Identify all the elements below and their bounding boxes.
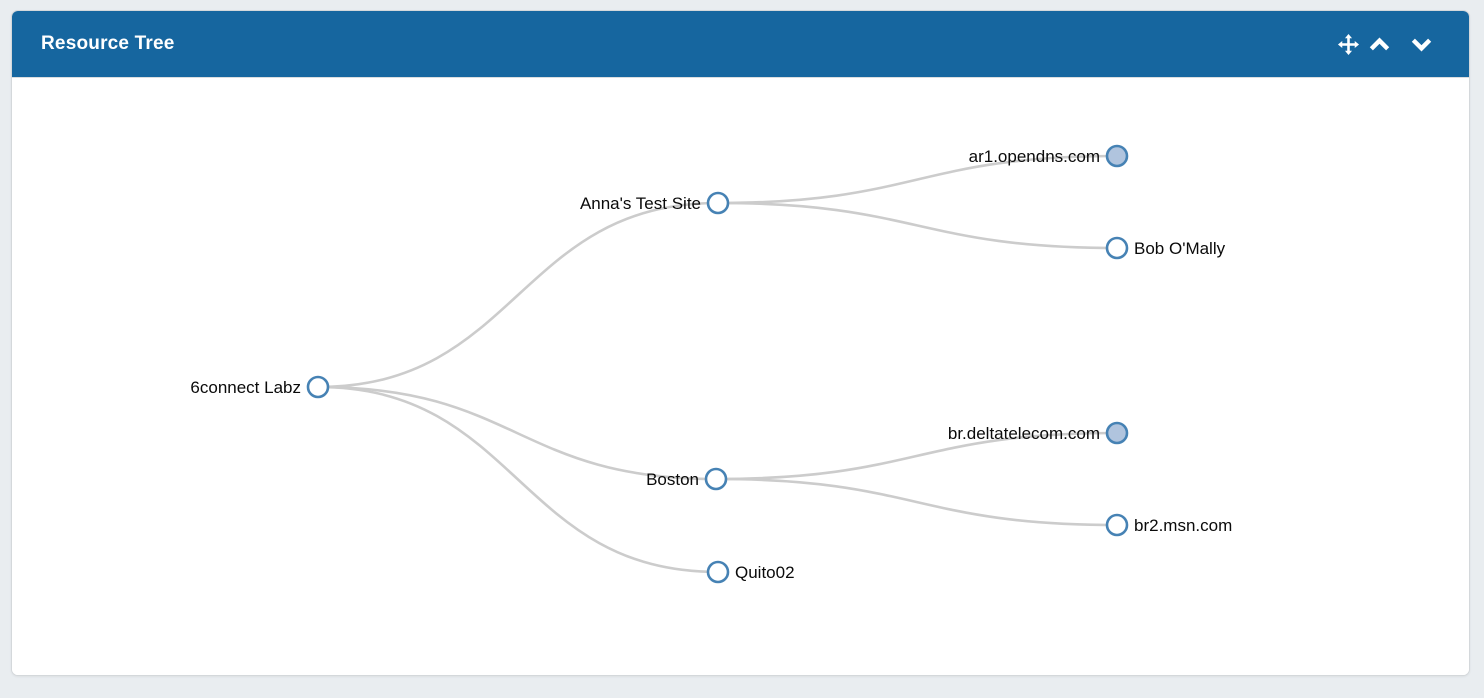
panel-body: 6connect Labz Anna's Test Site ar1.opendns…: [12, 78, 1469, 675]
node-circle-boston[interactable]: [704, 467, 728, 491]
resource-tree-panel: Resource Tree 6connect Labz Anna's Test S…: [11, 10, 1470, 676]
node-label-anna: Anna's Test Site: [580, 194, 701, 213]
panel-header-controls: [1337, 33, 1433, 56]
tree-node-brdelta[interactable]: br.deltatelecom.com: [948, 421, 1129, 445]
panel-title: Resource Tree: [41, 33, 175, 54]
tree-node-root[interactable]: 6connect Labz: [190, 375, 330, 399]
node-label-bob: Bob O'Mally: [1134, 239, 1226, 258]
resource-tree-svg: 6connect Labz Anna's Test Site ar1.opendns…: [190, 144, 1232, 584]
tree-node-quito[interactable]: Quito02: [706, 560, 795, 584]
node-circle-root[interactable]: [306, 375, 330, 399]
node-label-ar1: ar1.opendns.com: [969, 147, 1100, 166]
tree-node-ar1[interactable]: ar1.opendns.com: [969, 144, 1129, 168]
node-label-brdelta: br.deltatelecom.com: [948, 424, 1100, 443]
tree-node-bob[interactable]: Bob O'Mally: [1105, 236, 1226, 260]
node-label-boston: Boston: [646, 470, 699, 489]
node-circle-quito[interactable]: [706, 560, 730, 584]
node-label-quito: Quito02: [735, 563, 795, 582]
chevron-up-icon[interactable]: [1368, 33, 1391, 56]
chevron-down-icon[interactable]: [1410, 33, 1433, 56]
panel-header: Resource Tree: [12, 11, 1469, 78]
tree-link-boston-brdelta: [715, 431, 1118, 481]
tree-link-boston-br2: [715, 477, 1118, 527]
move-icon[interactable]: [1337, 33, 1360, 56]
tree-link-root-boston: [317, 385, 717, 481]
tree-node-boston[interactable]: Boston: [646, 467, 728, 491]
tree-link-root-quito: [317, 385, 719, 574]
node-circle-anna[interactable]: [706, 191, 730, 215]
node-label-br2: br2.msn.com: [1134, 516, 1232, 535]
node-circle-bob[interactable]: [1105, 236, 1129, 260]
tree-link-anna-bob: [717, 201, 1118, 250]
node-circle-br2[interactable]: [1105, 513, 1129, 537]
tree-link-anna-ar1: [717, 154, 1118, 205]
tree-node-anna[interactable]: Anna's Test Site: [580, 191, 730, 215]
node-circle-brdelta[interactable]: [1105, 421, 1129, 445]
node-label-root: 6connect Labz: [190, 378, 301, 397]
node-circle-ar1[interactable]: [1105, 144, 1129, 168]
tree-link-root-anna: [317, 201, 719, 389]
tree-node-br2[interactable]: br2.msn.com: [1105, 513, 1232, 537]
